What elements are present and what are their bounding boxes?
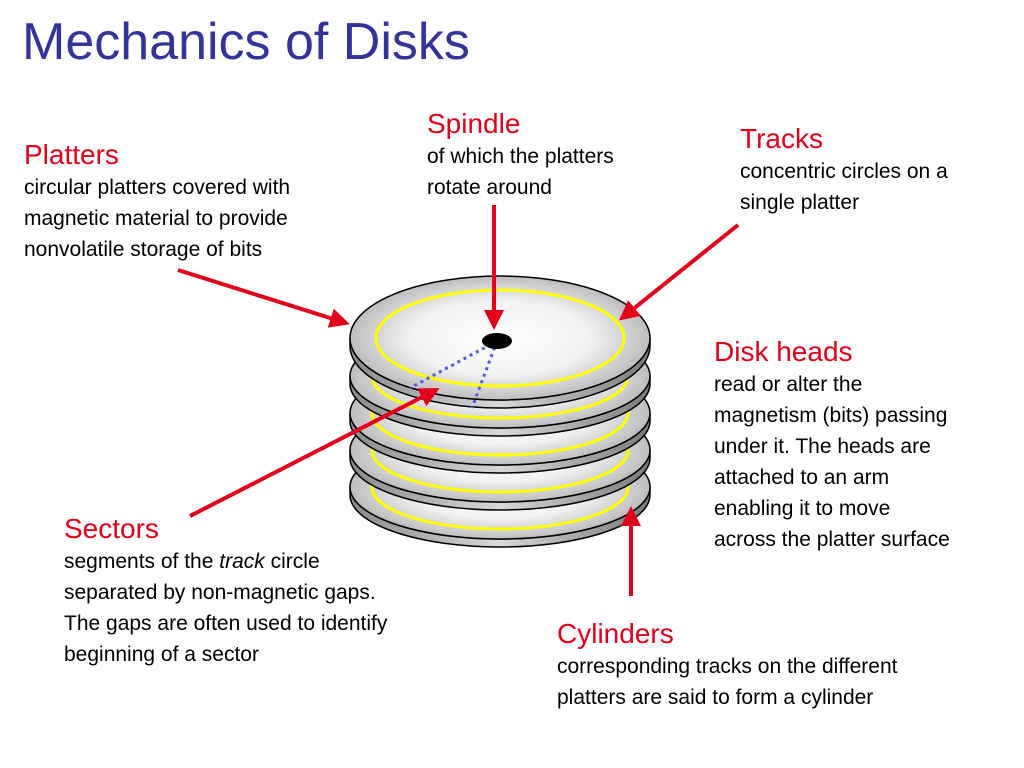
sectors-desc-line-2: separated by non-magnetic gaps. — [64, 581, 376, 604]
spindle-callout: Spindle of which the platters rotate aro… — [427, 107, 614, 203]
sectors-arrow — [189, 388, 440, 518]
sectors-desc-post: circle — [264, 550, 320, 573]
disk-heads-desc-line-2: magnetism (bits) passing — [714, 404, 948, 427]
spindle-heading: Spindle — [427, 108, 521, 139]
platters-desc-line-2: magnetic material to provide — [24, 207, 288, 230]
sectors-heading: Sectors — [64, 513, 159, 544]
track-ring — [374, 288, 626, 388]
spindle-desc-line-2: rotate around — [427, 176, 552, 199]
sectors-desc-line-3: The gaps are often used to identify — [64, 612, 388, 635]
spindle-hole — [482, 333, 512, 349]
platters-desc-line-3: nonvolatile storage of bits — [24, 238, 263, 261]
disk-heads-heading: Disk heads — [714, 336, 853, 367]
platter-1 — [349, 275, 651, 409]
disk-heads-desc-line-1: read or alter the — [714, 373, 863, 396]
spindle-desc-line-1: of which the platters — [427, 145, 614, 168]
page-title: Mechanics of Disks — [22, 13, 470, 71]
tracks-desc-line-1: concentric circles on a — [740, 160, 948, 183]
platters-callout: Platters circular platters covered with … — [24, 138, 290, 265]
arrows — [177, 205, 740, 596]
sectors-desc-pre: segments of the — [64, 550, 220, 573]
cylinders-heading: Cylinders — [557, 618, 674, 649]
cylinders-desc-line-1: corresponding tracks on the different — [557, 655, 898, 678]
platter-stack — [349, 275, 651, 548]
cylinders-callout: Cylinders corresponding tracks on the di… — [557, 617, 897, 713]
platters-heading: Platters — [24, 139, 119, 170]
sectors-desc-em: track — [219, 550, 265, 573]
disk-heads-desc-line-3: under it. The heads are — [714, 435, 931, 458]
sectors-desc-line-1: segments of the track circle — [64, 546, 387, 577]
disk-heads-desc-line-6: across the platter surface — [714, 528, 950, 551]
tracks-heading: Tracks — [740, 123, 823, 154]
tracks-desc-line-2: single platter — [740, 191, 860, 214]
disk-heads-desc-line-5: enabling it to move — [714, 497, 891, 520]
disk-heads-desc-line-4: attached to an arm — [714, 466, 890, 489]
sector-boundary-line — [470, 340, 499, 409]
sector-boundary-line — [409, 339, 498, 390]
platters-desc-line-1: circular platters covered with — [24, 176, 291, 199]
tracks-callout: Tracks concentric circles on a single pl… — [740, 122, 948, 218]
tracks-arrow — [618, 223, 740, 321]
platters-arrow — [177, 268, 350, 328]
sectors-desc-line-4: beginning of a sector — [64, 643, 259, 666]
sectors-callout: Sectors segments of the track circle sep… — [64, 512, 387, 670]
disk-heads-callout: Disk heads read or alter the magnetism (… — [714, 335, 950, 555]
cylinders-desc-line-2: platters are said to form a cylinder — [557, 686, 874, 709]
